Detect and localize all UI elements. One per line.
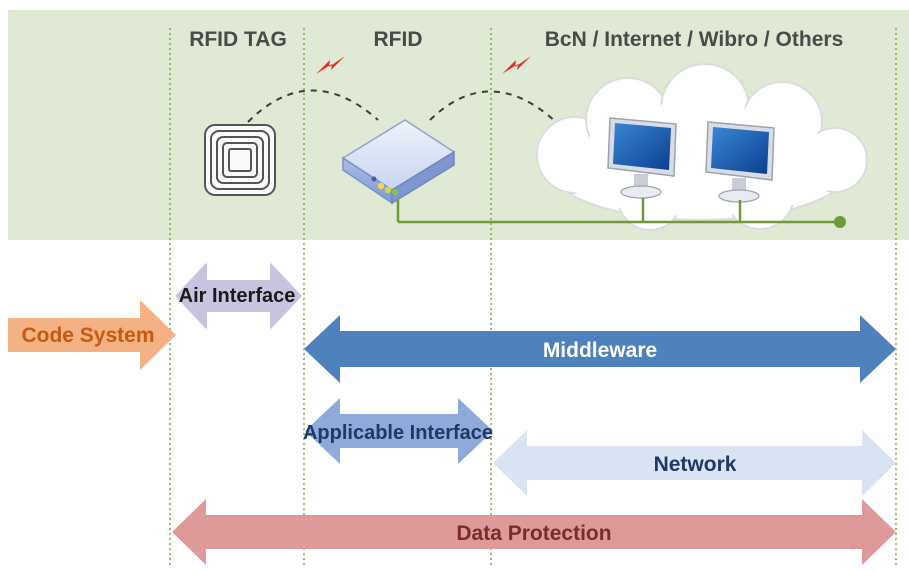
network-endpoint (834, 216, 846, 228)
data-protection-label: Data Protection (456, 522, 611, 545)
applicable-interface-label: Applicable Interface (303, 422, 493, 444)
header-network: BcN / Internet / Wibro / Others (545, 28, 844, 51)
header-rfid-tag: RFID TAG (189, 28, 287, 51)
network-arrow (493, 430, 896, 496)
tag-reader-arc (247, 89, 379, 123)
rfid-tag-icon (204, 124, 276, 196)
wireless-arcs (247, 89, 557, 123)
air-interface-label: Air Interface (179, 285, 296, 307)
air-interface-arrow (175, 262, 302, 330)
network-connectors (396, 198, 840, 224)
code-system-arrow (8, 300, 176, 370)
code-system-label: Code System (21, 324, 154, 347)
middleware-arrow (304, 315, 896, 383)
middleware-label: Middleware (543, 339, 657, 362)
network-label: Network (654, 453, 737, 476)
reader-network-arc (429, 90, 557, 123)
computer-monitor-icon (705, 121, 775, 203)
data-protection-arrow (172, 499, 896, 565)
applicable-interface-arrow (305, 398, 493, 464)
header-rfid: RFID (374, 28, 423, 51)
computer-monitor-icon (607, 117, 677, 199)
rfid-reader-icon (341, 119, 456, 205)
wireless-signal-icon (316, 56, 531, 74)
